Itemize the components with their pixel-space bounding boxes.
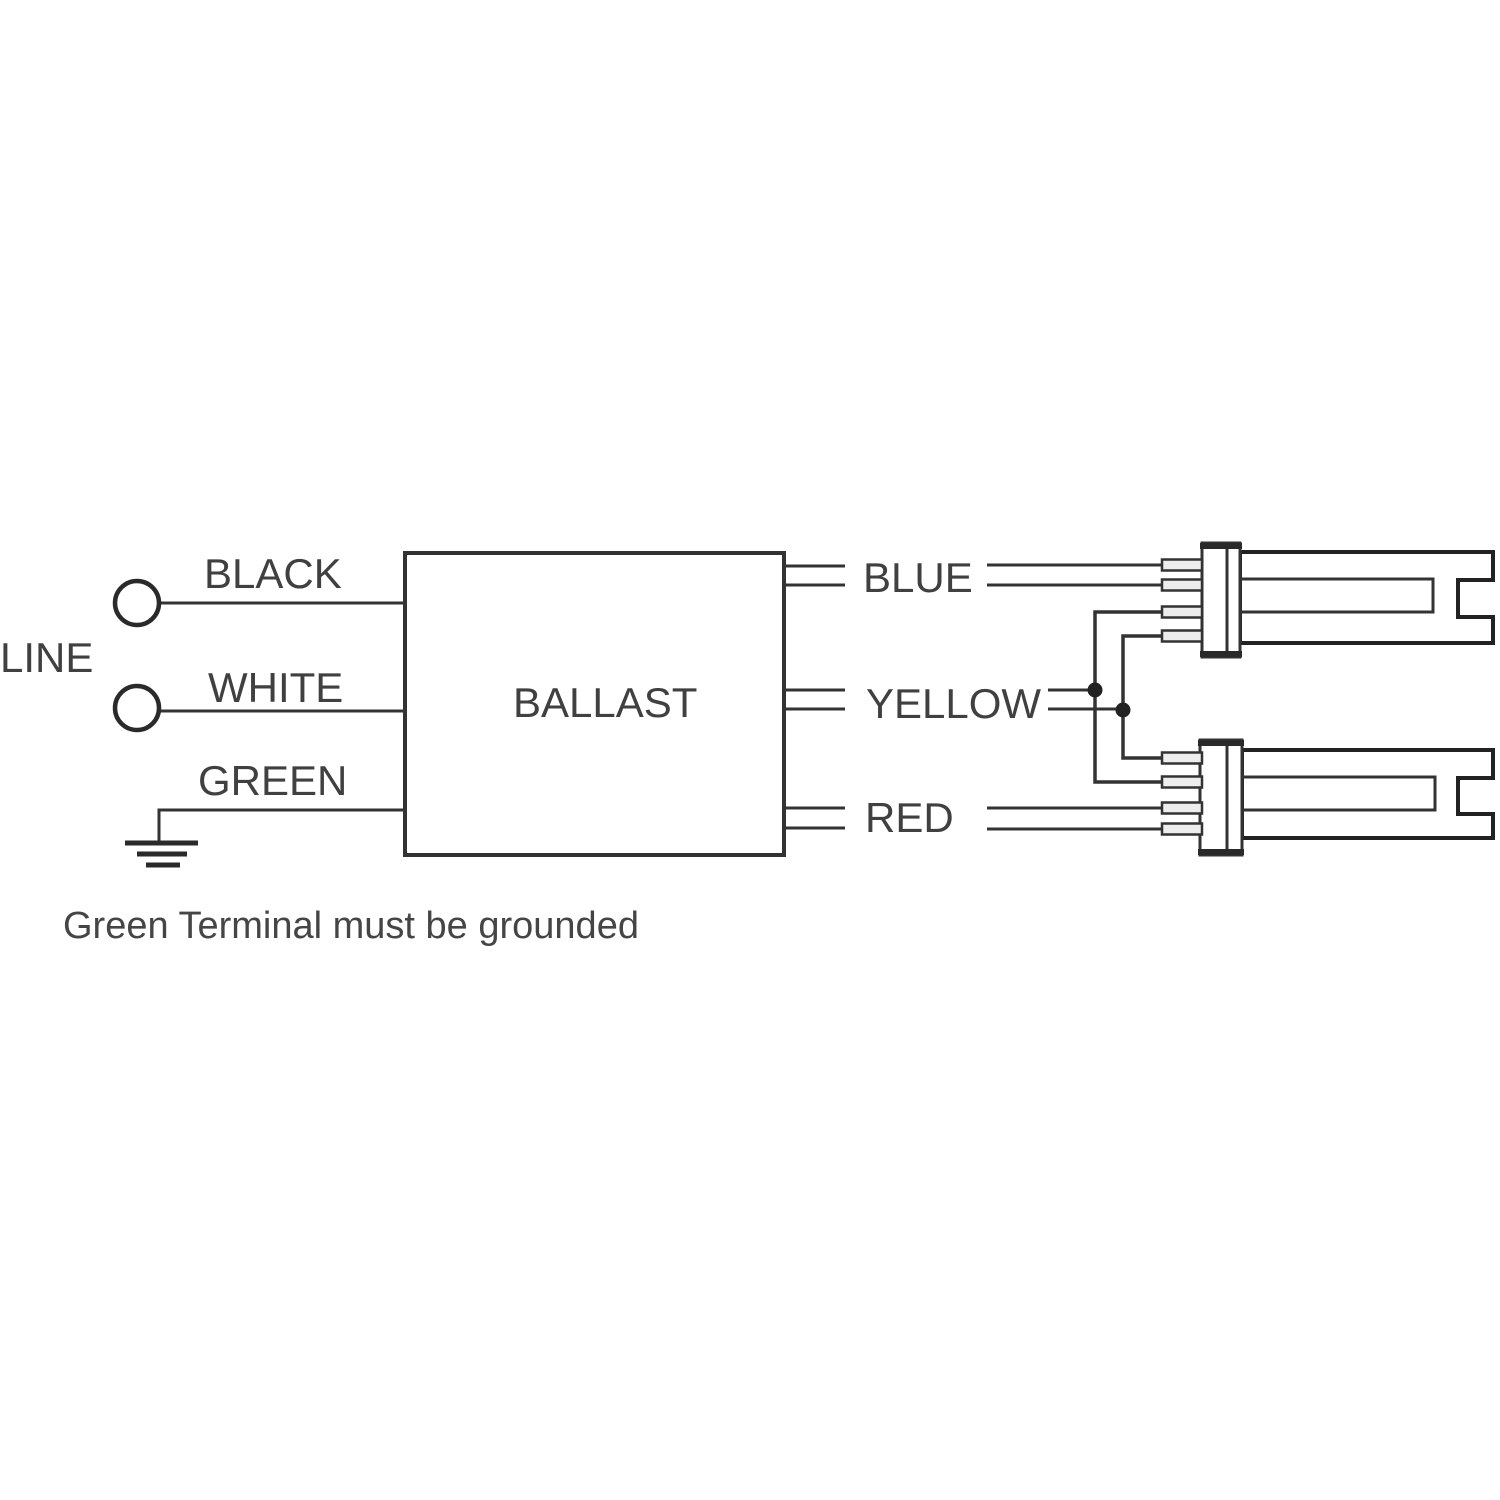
lamp-wires bbox=[987, 563, 1163, 831]
socket-pin bbox=[1160, 578, 1204, 592]
socket-pin bbox=[1160, 775, 1204, 789]
wire-label-red: RED bbox=[865, 794, 954, 841]
ballast-label: BALLAST bbox=[513, 679, 698, 726]
socket-pin bbox=[1160, 822, 1204, 836]
lamp-lower bbox=[1240, 748, 1495, 840]
socket-pin bbox=[1160, 801, 1204, 815]
socket-pin bbox=[1160, 629, 1204, 643]
line-terminal-bottom bbox=[112, 683, 162, 733]
lamp-socket-lower bbox=[1198, 738, 1244, 857]
junction-dot-2 bbox=[1115, 702, 1131, 718]
wire-label-green: GREEN bbox=[198, 757, 348, 804]
socket-pins-lower bbox=[1160, 751, 1204, 836]
wire-label-black: BLACK bbox=[204, 550, 342, 597]
lamp-lower-slot bbox=[1242, 775, 1437, 812]
socket-pins-upper bbox=[1160, 558, 1204, 643]
link-inner bbox=[1121, 634, 1163, 760]
wire-green bbox=[157, 808, 407, 841]
socket-pin bbox=[1160, 605, 1204, 619]
output-stubs bbox=[786, 564, 845, 830]
ground-symbol bbox=[125, 840, 198, 868]
line-terminal-top bbox=[112, 578, 162, 628]
lamp-upper-tube bbox=[1238, 550, 1495, 645]
lamp-upper bbox=[1238, 550, 1495, 645]
shared-links bbox=[1093, 610, 1163, 784]
lamp-upper-slot bbox=[1240, 577, 1435, 614]
lamp-socket-upper bbox=[1200, 541, 1242, 659]
wire-label-yellow: YELLOW bbox=[866, 680, 1042, 727]
socket-pin bbox=[1160, 751, 1204, 765]
ballast-box bbox=[403, 551, 786, 857]
line-label: LINE bbox=[0, 634, 94, 681]
junction-dot-1 bbox=[1087, 682, 1103, 698]
wire-label-white: WHITE bbox=[208, 664, 344, 711]
input-wires bbox=[157, 601, 407, 841]
lamp-lower-tube bbox=[1240, 748, 1495, 840]
socket-pin bbox=[1160, 558, 1204, 572]
wire-label-blue: BLUE bbox=[863, 554, 973, 601]
ground-note: Green Terminal must be grounded bbox=[63, 905, 639, 947]
